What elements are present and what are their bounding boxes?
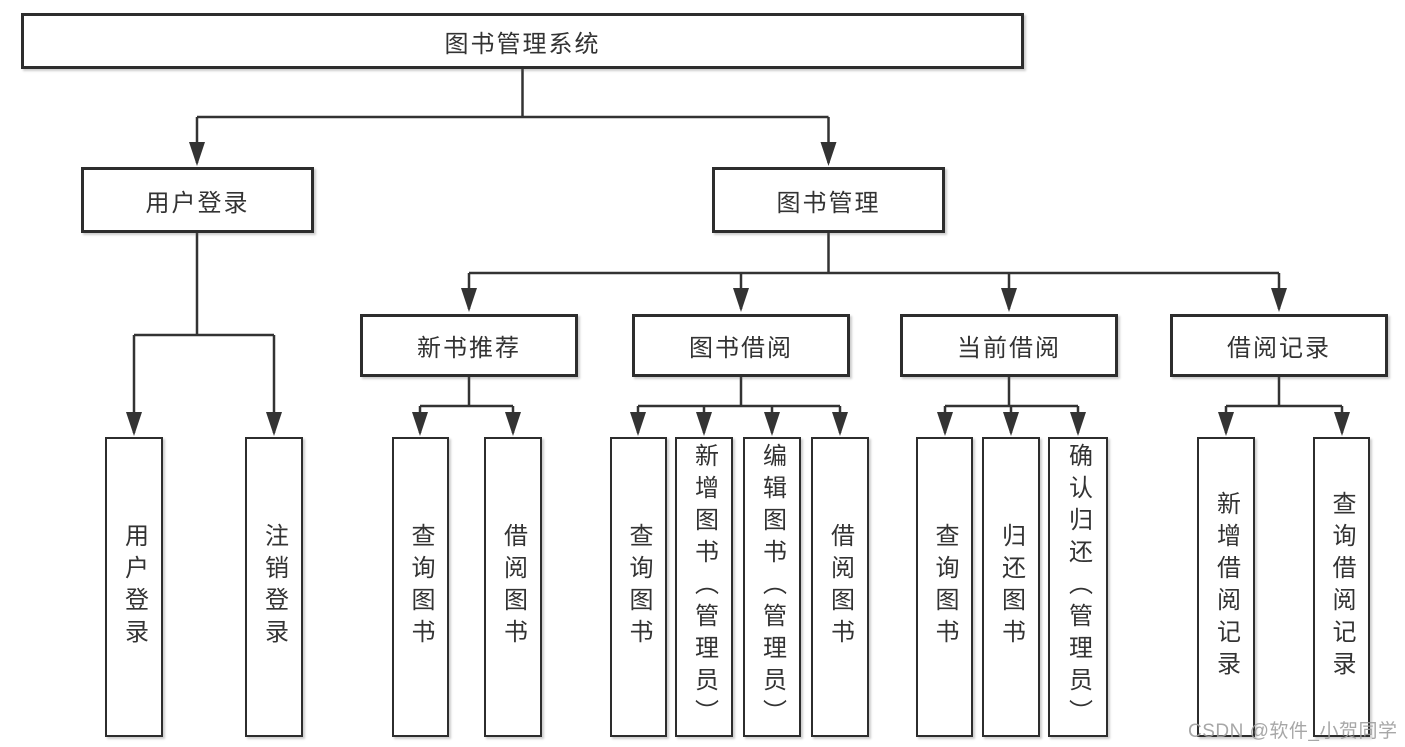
leaf-return-book: 归还图书: [982, 437, 1040, 737]
node-book-management: 图书管理: [712, 167, 945, 233]
node-borrow-records: 借阅记录: [1170, 314, 1388, 377]
leaf-borrow-books-recommend: 借阅图书: [484, 437, 542, 737]
leaf-query-books-recommend: 查询图书: [392, 437, 449, 737]
leaf-confirm-return-admin: 确认归还（管理员）: [1048, 437, 1108, 737]
leaf-logout: 注销登录: [245, 437, 303, 737]
leaf-query-borrow-record: 查询借阅记录: [1313, 437, 1370, 737]
node-new-book-recommend: 新书推荐: [360, 314, 578, 377]
leaf-edit-book-admin: 编辑图书（管理员）: [743, 437, 801, 737]
leaf-query-books-borrow: 查询图书: [610, 437, 667, 737]
node-current-borrow: 当前借阅: [900, 314, 1118, 377]
leaf-query-books-current: 查询图书: [916, 437, 973, 737]
node-user-login: 用户登录: [81, 167, 314, 233]
leaf-user-login: 用户登录: [105, 437, 163, 737]
watermark-text: CSDN @软件_小贺同学: [1188, 721, 1398, 742]
leaf-add-borrow-record: 新增借阅记录: [1197, 437, 1255, 737]
node-root: 图书管理系统: [21, 13, 1024, 69]
leaf-borrow-books: 借阅图书: [811, 437, 869, 737]
leaf-add-book-admin: 新增图书（管理员）: [675, 437, 733, 737]
node-book-borrow: 图书借阅: [632, 314, 850, 377]
